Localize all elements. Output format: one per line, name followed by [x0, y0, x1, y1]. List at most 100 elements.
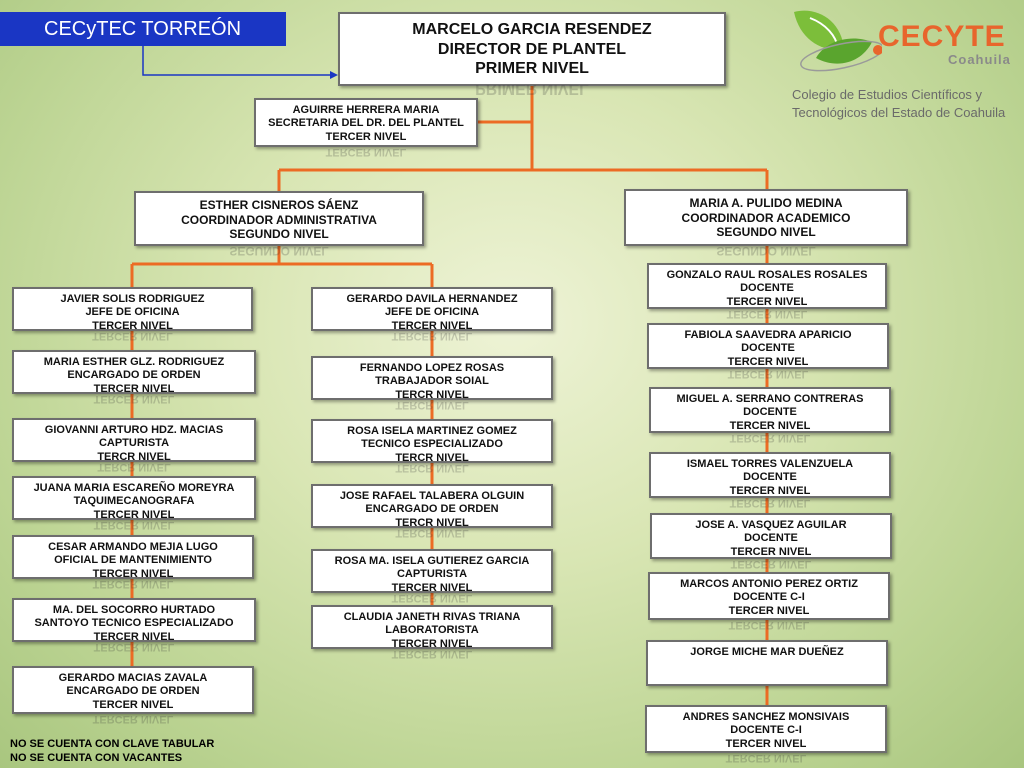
footnote: NO SE CUENTA CON VACANTES [10, 752, 183, 765]
node-line: TAQUIMECANOGRAFA [73, 495, 195, 508]
node-line: JOSE RAFAEL TALABERA OLGUIN [339, 490, 525, 502]
node-line: SEGUNDO NIVEL [229, 227, 329, 242]
node-line: TERCR NIVEL [395, 516, 469, 529]
node-line: MARCOS ANTONIO PEREZ ORTIZ [680, 578, 858, 590]
node-line: TERCER NIVEL [725, 737, 807, 750]
node-line: TERCER NIVEL [729, 419, 811, 432]
node-line: ENCARGADO DE ORDEN [66, 685, 200, 698]
node-line: TERCER NIVEL [391, 581, 473, 594]
node-line: AGUIRRE HERRERA MARIA [292, 104, 440, 116]
logo-subtitle-line: Tecnológicos del Estado de Coahuila [792, 104, 1006, 120]
node-line: SANTOYO TECNICO ESPECIALIZADO [34, 617, 234, 630]
node-line: DOCENTE C-I [730, 724, 802, 737]
node-line: COORDINADOR ACADEMICO [681, 210, 851, 225]
node-line: GONZALO RAUL ROSALES ROSALES [666, 269, 868, 281]
node-line: LABORATORISTA [385, 624, 479, 637]
node-line: JEFE DE OFICINA [85, 306, 180, 319]
node-line: DOCENTE [743, 471, 797, 484]
node-line: FABIOLA SAAVEDRA APARICIO [684, 329, 852, 341]
node-line: TERCER NIVEL [92, 698, 174, 711]
node-line: MARCELO GARCIA RESENDEZ [412, 21, 652, 38]
node-line: ENCARGADO DE ORDEN [365, 503, 499, 516]
node-line: DOCENTE [743, 406, 797, 419]
node-line: ISMAEL TORRES VALENZUELA [686, 458, 854, 470]
node-line: TERCER NIVEL [726, 295, 808, 308]
node-line: JORGE MICHE MAR DUEÑEZ [690, 646, 844, 658]
node-line: JOSE A. VASQUEZ AGUILAR [695, 519, 847, 531]
node-line: GERARDO MACIAS ZAVALA [58, 672, 208, 684]
node-line: DOCENTE [740, 282, 794, 295]
node-line: MARIA ESTHER GLZ. RODRIGUEZ [43, 356, 225, 368]
node-line: TERCER NIVEL [728, 604, 810, 617]
node-line: SEGUNDO NIVEL [716, 225, 816, 240]
node-line: TERCER NIVEL [391, 637, 473, 650]
node-line: TERCER NIVEL [92, 567, 174, 580]
logo-subtitle-line: Colegio de Estudios Científicos y [792, 87, 983, 102]
node-line: DOCENTE [744, 532, 798, 545]
node-line: ROSA MA. ISELA GUTIEREZ GARCIA [334, 555, 530, 567]
node-line: DIRECTOR DE PLANTEL [437, 40, 627, 58]
tag-arrow [142, 46, 334, 76]
node-line: ANDRES SANCHEZ MONSIVAIS [682, 711, 850, 723]
node-line: DOCENTE [741, 342, 795, 355]
node-line: OFICIAL DE MANTENIMIENTO [54, 554, 212, 567]
node-line: MIGUEL A. SERRANO CONTRERAS [676, 393, 864, 405]
node-line: TRABAJADOR SOIAL [375, 375, 489, 388]
node-line: TERCER NIVEL [92, 319, 173, 332]
node-line: MARIA A. PULIDO MEDINA [689, 196, 843, 210]
node-line: TERCR NIVEL [395, 451, 469, 464]
node-line: TERCER NIVEL [93, 508, 175, 521]
node-line: ENCARGADO DE ORDEN [67, 369, 201, 382]
footnotes: NO SE CUENTA CON CLAVE TABULAR NO SE CUE… [10, 737, 214, 765]
arrow-head [330, 71, 338, 79]
logo-region: Coahuila [948, 52, 1011, 67]
node-line: TERCER NIVEL [729, 484, 811, 497]
node-line: DOCENTE C-I [733, 591, 805, 604]
footnote: NO SE CUENTA CON CLAVE TABULAR [10, 738, 215, 750]
node-line: TERCER NIVEL [93, 630, 175, 643]
node-line: ROSA ISELA MARTINEZ GOMEZ [347, 425, 517, 437]
teacher-box: JORGE MICHE MAR DUEÑEZ [646, 640, 888, 686]
node-line: TERCR NIVEL [97, 450, 171, 463]
node-line: TERCER NIVEL [391, 319, 473, 332]
node-line: SECRETARIA DEL DR. DEL PLANTEL [268, 117, 464, 130]
node-line: TERCER NIVEL [325, 130, 407, 143]
node-line: FERNANDO LOPEZ ROSAS [359, 362, 505, 374]
logo-subtitle: Colegio de Estudios Científicos y Tecnol… [792, 86, 1005, 121]
node-line: TERCER NIVEL [93, 382, 175, 395]
node-line: TERCER NIVEL [730, 545, 812, 558]
node-line: ESTHER CISNEROS SÁENZ [199, 198, 359, 212]
director-box: MARCELO GARCIA RESENDEZ DIRECTOR DE PLANT… [338, 12, 726, 97]
cecyte-logo [784, 4, 1020, 130]
node-line: GIOVANNI ARTURO HDZ. MACIAS [44, 424, 224, 436]
node-line: CESAR ARMANDO MEJIA LUGO [48, 541, 218, 553]
node-line: PRIMER NIVEL [475, 60, 589, 78]
node-line: CAPTURISTA [98, 437, 170, 450]
node-line: TERCER NIVEL [727, 355, 809, 368]
node-line: TECNICO ESPECIALIZADO [361, 438, 503, 451]
node-line: JEFE DE OFICINA [384, 306, 480, 319]
node-line: MA. DEL SOCORRO HURTADO [52, 604, 216, 616]
